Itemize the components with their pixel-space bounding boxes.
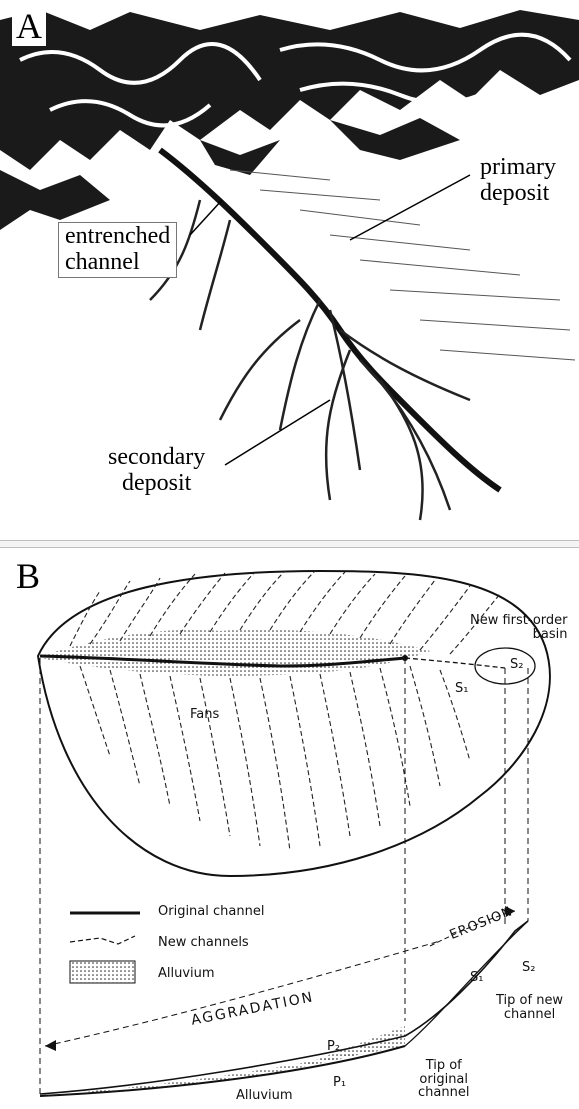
map-s2-label: S₂ [510, 658, 523, 672]
entrenched-channel-label: entrenched channel [58, 222, 177, 278]
legend-new-channels-label: New channels [158, 936, 249, 950]
legend-new-channels-symbol [70, 936, 135, 944]
primary-deposit-label: primary deposit [480, 155, 556, 207]
profile-s1-label: S₁ [470, 971, 483, 985]
profile-s2-label: S₂ [522, 961, 535, 975]
panel-a-letter: A [12, 6, 46, 46]
legend-original-channel-label: Original channel [158, 905, 264, 919]
new-first-order-basin-label: New first-order basin [470, 614, 568, 641]
legend-alluvium-symbol [70, 961, 135, 983]
panel-b-basin-diagram: B New first-order basin S₂ S₁ Fans Origi… [0, 546, 579, 1109]
profile-alluvium-label: Alluvium [236, 1089, 293, 1103]
fans-label: Fans [190, 708, 219, 722]
main-channel [160, 150, 500, 490]
profile-p2-label: P₂ [327, 1040, 340, 1054]
panel-a-landscape-sketch: A primary deposit entrenched channel sec… [0, 0, 579, 540]
panel-b-letter: B [12, 556, 44, 596]
map-s1-label: S₁ [455, 682, 468, 696]
alluvium-fill [40, 630, 430, 676]
legend-alluvium-label: Alluvium [158, 967, 215, 981]
profile-p1-label: P₁ [333, 1076, 346, 1090]
secondary-deposit-label: secondary deposit [108, 445, 205, 497]
tip-original-channel-label: Tip of original channel [418, 1059, 469, 1100]
tip-new-channel-label: Tip of new channel [496, 994, 563, 1021]
new-channel-network [70, 571, 500, 851]
